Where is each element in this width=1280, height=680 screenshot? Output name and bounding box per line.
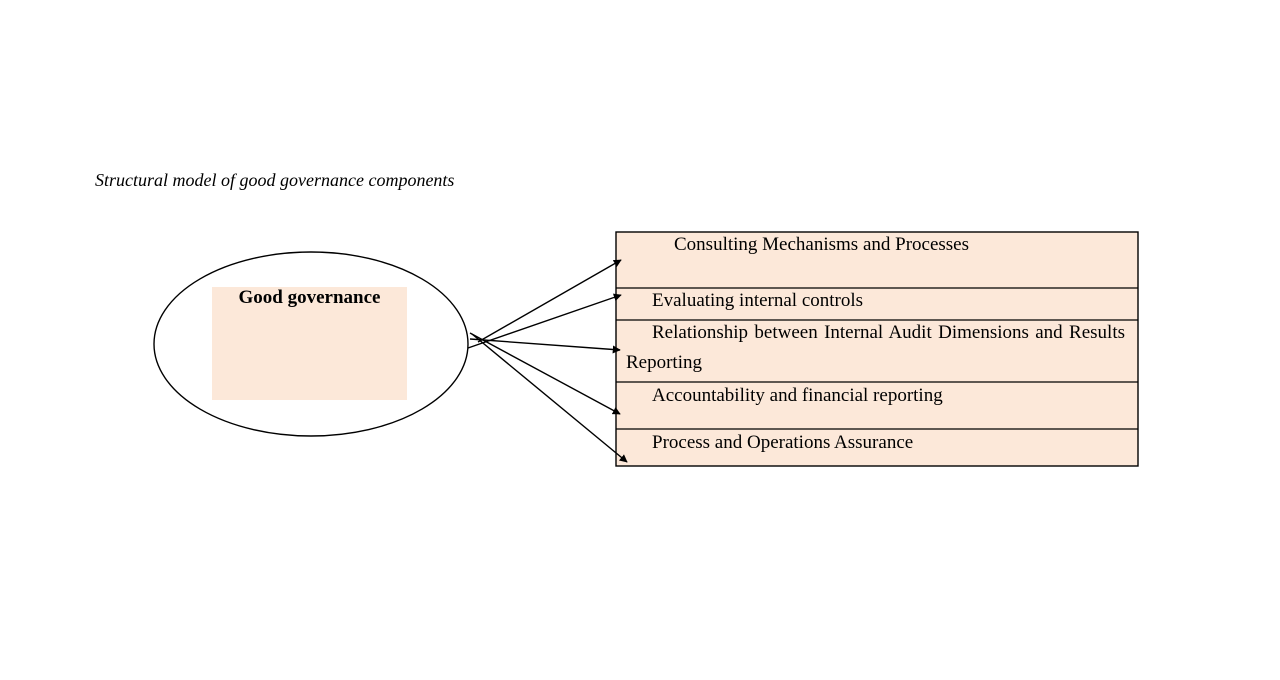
figure-caption: Structural model of good governance comp…	[95, 170, 455, 190]
components-box	[615, 231, 1139, 467]
arrow-to-internal-audit-relationship	[469, 338, 621, 354]
arrow-to-evaluating-internal-controls	[467, 293, 622, 349]
arrow-to-accountability-reporting	[469, 332, 621, 415]
arrow-to-consulting-mechanisms	[477, 259, 622, 343]
component-accountability-reporting: Accountability and financial reporting	[652, 385, 943, 406]
arrow-to-process-operations-assurance	[471, 333, 628, 463]
component-evaluating-internal-controls: Evaluating internal controls	[652, 290, 864, 311]
good-governance-label-box	[212, 287, 407, 400]
component-consulting-mechanisms: Consulting Mechanisms and Processes	[674, 234, 970, 255]
good-governance-label: Good governance	[238, 287, 381, 308]
component-internal-audit-relationship: Relationship between Internal Audit Dime…	[626, 322, 1125, 373]
component-process-operations-assurance: Process and Operations Assurance	[652, 432, 914, 453]
